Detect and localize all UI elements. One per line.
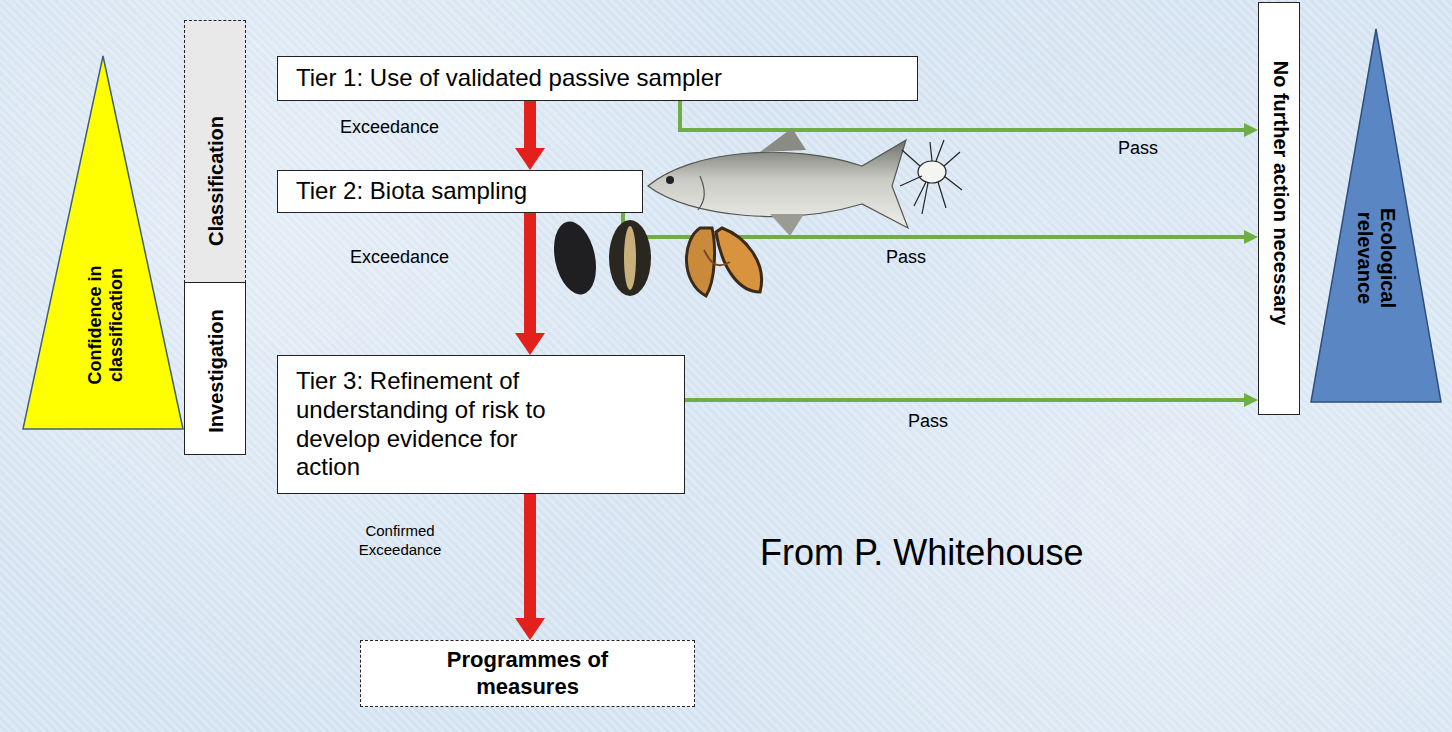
tier-box: Tier 1: Use of validated passive sampler — [277, 56, 918, 101]
edge-label: Pass — [908, 410, 988, 433]
connector-line — [524, 213, 536, 335]
fish-gill — [698, 176, 704, 210]
node-text: Classification — [205, 81, 228, 281]
crustacean-body — [918, 161, 946, 183]
connector-arrow — [515, 213, 545, 355]
edge-label: Exceedance — [340, 116, 490, 139]
connector-arrow — [680, 101, 1258, 137]
node-text: Tier 3: Refinement of understanding of r… — [296, 367, 566, 482]
arrow-head — [1244, 123, 1258, 137]
tier-box: Tier 3: Refinement of understanding of r… — [277, 355, 685, 494]
node-text: Investigation — [205, 291, 228, 451]
node-text: Programmes of measures — [428, 647, 628, 700]
node-text: No further action necessary — [1269, 13, 1292, 373]
node-text: Tier 1: Use of validated passive sampler — [296, 64, 722, 93]
fish-fin — [760, 128, 806, 152]
mussel-hinge — [624, 226, 636, 290]
crustacean-illustration — [900, 140, 962, 214]
edge-label: Pass — [886, 246, 966, 269]
edge-label: Pass — [1118, 137, 1198, 160]
connector-line — [680, 101, 1246, 130]
fish-illustration — [648, 128, 908, 236]
crustacean-legs — [900, 140, 962, 214]
connector-arrow — [685, 393, 1258, 407]
fish-fin — [770, 214, 804, 236]
node-text: Confidence in classification — [85, 240, 126, 410]
mussel-shell — [548, 218, 603, 299]
tier-box: Tier 2: Biota sampling — [277, 170, 643, 213]
triangle-outline — [23, 56, 183, 429]
mussel-open-shell — [686, 228, 714, 296]
measures-box: Programmes of measures — [360, 640, 695, 707]
node-text: Tier 2: Biota sampling — [296, 177, 527, 206]
arrow-head — [515, 618, 545, 640]
edge-label: Exceedance — [350, 246, 500, 269]
edge-label: Confirmed Exceedance — [345, 522, 455, 560]
connector-arrow — [515, 101, 545, 170]
confidence-triangle: Confidence in classification — [22, 55, 184, 430]
mussel-shell — [609, 220, 651, 296]
relevance-triangle: Ecological relevance — [1310, 28, 1442, 403]
connector-arrow — [515, 494, 545, 640]
connector-line — [524, 494, 536, 620]
no-action-box: No further action necessary — [1258, 2, 1300, 415]
fish-eye — [666, 176, 674, 184]
arrow-head — [1244, 230, 1258, 244]
triangle-outline — [1311, 29, 1441, 402]
source-credit: From P. Whitehouse — [760, 532, 1083, 574]
investigation-band: Investigation — [184, 282, 246, 455]
arrow-head — [1244, 393, 1258, 407]
mussel-open-shell — [716, 228, 762, 292]
arrow-head — [515, 148, 545, 170]
mussel-illustration — [548, 218, 762, 299]
connector-line — [524, 101, 536, 150]
arrow-head — [515, 333, 545, 355]
mussel-flesh — [704, 250, 730, 265]
connector-line — [685, 398, 1246, 402]
node-text: Ecological relevance — [1353, 188, 1399, 328]
